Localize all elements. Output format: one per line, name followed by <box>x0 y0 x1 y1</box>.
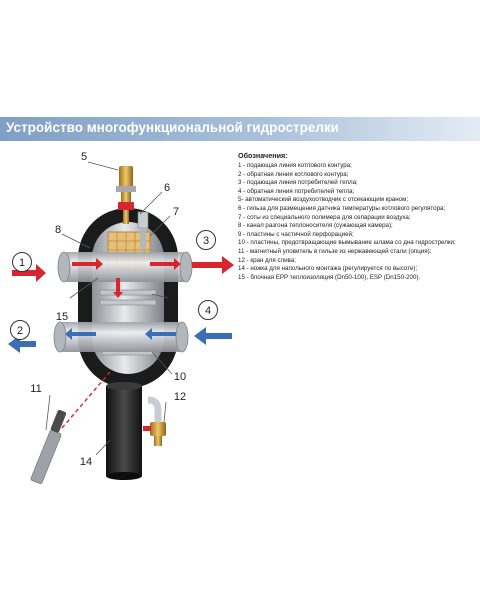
callout-12: 12 <box>174 391 186 403</box>
title-banner: Устройство многофункциональной гидростре… <box>0 117 480 141</box>
legend-item-2: 2 - обратная линия котлового контура; <box>238 170 349 178</box>
drain-valve <box>143 396 166 446</box>
callout-10: 10 <box>174 371 186 383</box>
leader-lines <box>45 161 173 456</box>
magnet-insertion-line <box>61 371 111 429</box>
lower-pipe-right-end <box>175 321 189 353</box>
callout-1-circle <box>12 252 32 272</box>
callout-6: 6 <box>164 182 170 194</box>
support-leg-top <box>106 382 142 390</box>
legend-item-3: 3 - подающая линия потребителей тепла; <box>238 179 358 187</box>
legend-item-7: 7 - соты из специального полимера для се… <box>238 213 411 221</box>
page-title: Устройство многофункциональной гидростре… <box>6 120 339 135</box>
callout-4-circle <box>198 300 218 320</box>
callout-2: 2 <box>17 325 23 337</box>
callout-5: 5 <box>81 151 87 163</box>
internal-cold-flow-arrows <box>65 328 176 340</box>
support-leg-bottom <box>106 472 142 480</box>
callout-4: 4 <box>205 305 211 317</box>
legend-item-1: 1 - подающая линия котлового контура; <box>238 162 352 169</box>
perforated-plates <box>99 289 157 306</box>
callout-9: 9 <box>171 289 177 301</box>
legend-item-11: 11 - магнитный уловитель в гильзе из нер… <box>238 247 432 255</box>
legend-item-14: 14 - ножка для напольного монтажа (регул… <box>238 265 418 273</box>
legend-item-15: 15 - блочная EPP теплоизоляция (Dn50-100… <box>238 273 421 281</box>
callout-7: 7 <box>173 206 179 218</box>
lower-pipe-left-end <box>53 321 67 353</box>
callout-1: 1 <box>19 257 25 269</box>
legend: Обозначения: 1 - подающая линия котловог… <box>238 151 476 282</box>
legend-item-6: 6 - гильза для размещения датчика темпер… <box>238 204 446 212</box>
callout-11: 11 <box>30 383 41 395</box>
legend-item-9: 9 - пластины с частичной перфорацией; <box>238 230 354 238</box>
callout-15: 15 <box>56 311 68 323</box>
arrow-supply-boiler-in <box>12 264 46 282</box>
legend-item-4: 4 - обратная линия потребителей тепла; <box>238 187 355 195</box>
legend-item-12: 12 - кран для слива; <box>238 256 296 264</box>
magnetic-catcher <box>30 409 67 484</box>
lower-pipe <box>58 322 184 352</box>
support-leg <box>106 386 142 476</box>
callout-2-circle <box>10 320 30 340</box>
hydro-separator-diagram: 1 2 3 4 5 6 7 8 9 10 11 12 14 15 <box>8 151 234 484</box>
legend-item-10: 10 - пластины, предотвращающие вымывание… <box>238 239 456 247</box>
upper-pipe <box>62 252 188 282</box>
callout-3: 3 <box>203 235 209 247</box>
legend-heading: Обозначения: <box>238 151 288 160</box>
arrow-supply-consumers-out <box>192 256 234 274</box>
upper-pipe-right-end <box>179 251 193 283</box>
callout-8: 8 <box>55 224 61 236</box>
sensor-sleeve <box>137 211 149 250</box>
arrow-return-boiler-out <box>8 335 36 353</box>
arrow-return-consumers-in <box>194 327 232 345</box>
internal-hot-flow-arrows <box>72 258 181 298</box>
legend-item-8: 8 - канал разгона теплоносителя (сужающа… <box>238 222 393 230</box>
upper-pipe-left-end <box>57 251 71 283</box>
air-vent <box>116 166 136 224</box>
callout-14: 14 <box>80 456 92 468</box>
legend-item-5: 5- автоматический воздухоотводчик с отсе… <box>238 196 409 204</box>
callout-3-circle <box>196 230 216 250</box>
